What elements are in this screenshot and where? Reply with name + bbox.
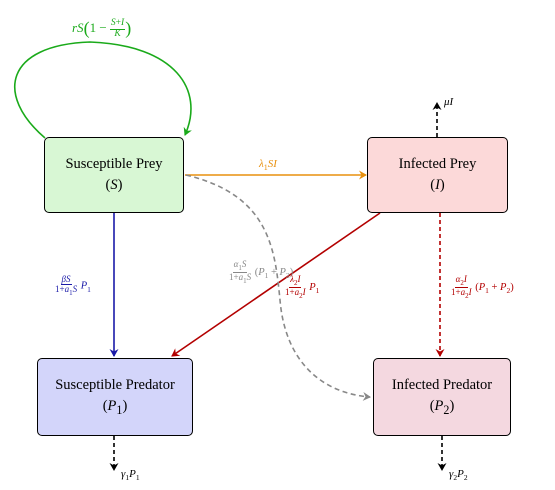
infection-label: λ1SI <box>259 158 277 173</box>
prey-death-label: μI <box>444 96 454 108</box>
infected-predator-symbol: (P2) <box>429 397 455 417</box>
infected-prey-symbol: (I) <box>430 177 445 193</box>
susceptible-prey-symbol: (S) <box>105 177 123 193</box>
prey-growth-arrow <box>13 41 192 139</box>
susceptible-predator-symbol: (P1) <box>102 397 128 417</box>
infected-prey-node: Infected Prey (I) <box>367 137 508 213</box>
susceptible-predator-death-label: γ1P1 <box>121 468 140 483</box>
infected-prey-label: Infected Prey <box>398 155 477 172</box>
susceptible-prey-node: Susceptible Prey (S) <box>44 137 184 213</box>
infected-predator-label: Infected Predator <box>391 376 493 393</box>
infected-predator-node: Infected Predator (P2) <box>373 358 511 436</box>
predation-infected-arrow <box>171 212 381 357</box>
susceptible-predator-node: Susceptible Predator (P1) <box>37 358 193 436</box>
predator-infection-from-prey-arrow <box>185 174 371 401</box>
susceptible-prey-label: Susceptible Prey <box>65 155 163 172</box>
infected-predator-death-label: γ2P2 <box>449 468 468 483</box>
susceptible-predator-label: Susceptible Predator <box>55 376 175 393</box>
